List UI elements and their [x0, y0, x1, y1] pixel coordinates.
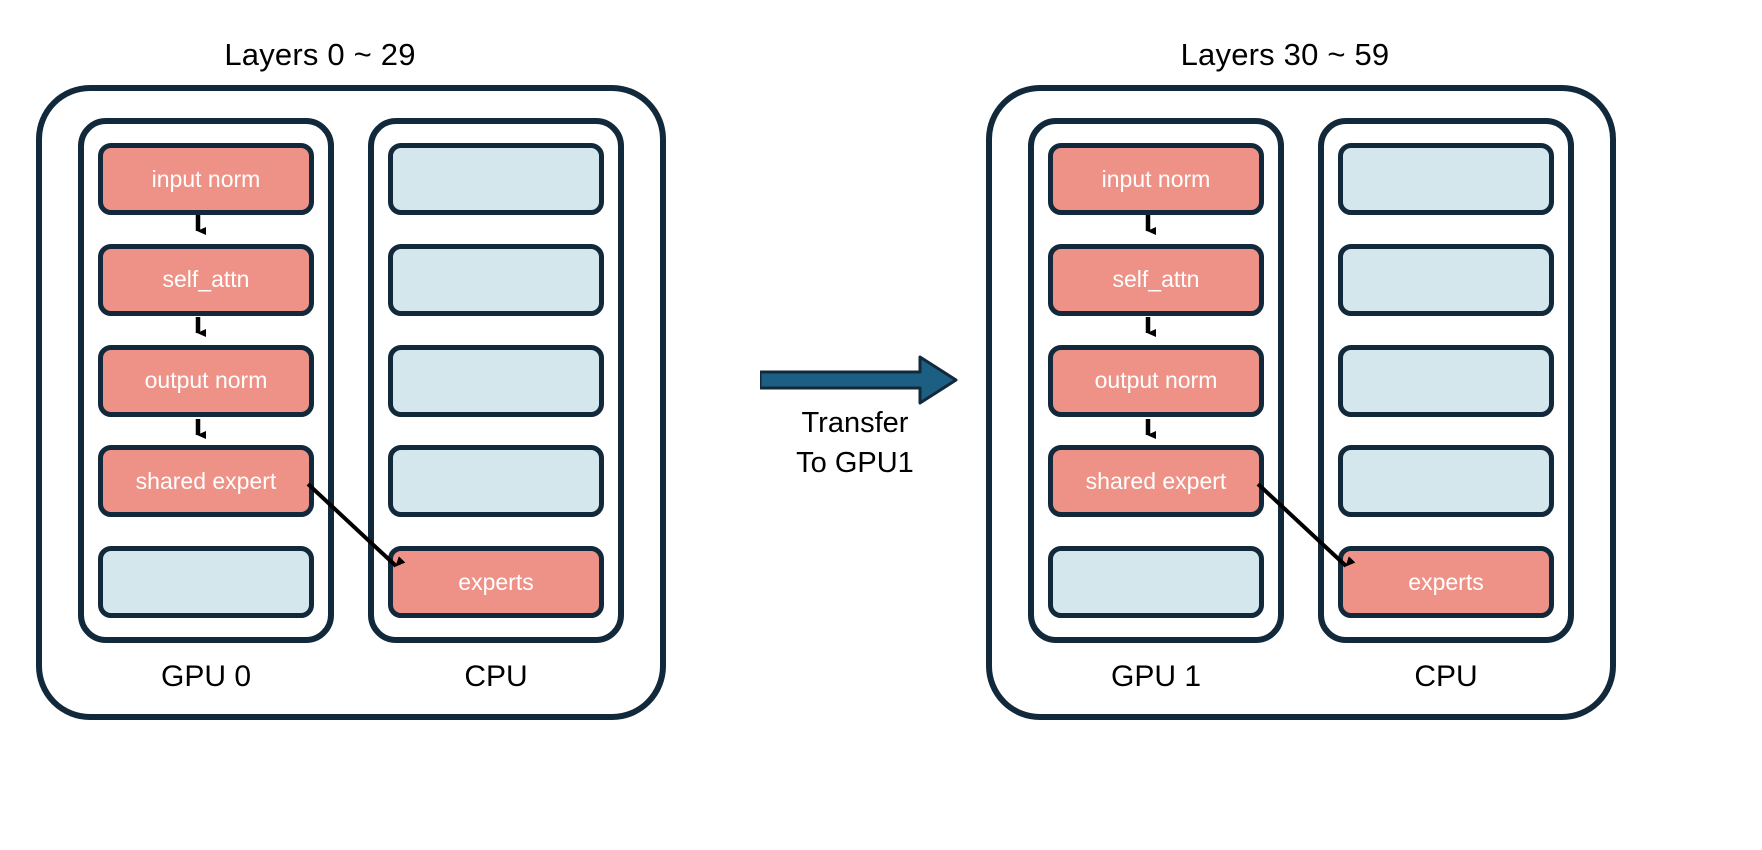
slot-cpu-placeholder-3[interactable] [1338, 344, 1554, 417]
slot-cpu-placeholder-4[interactable] [1338, 445, 1554, 518]
slot-cpu-placeholder-2[interactable] [1338, 243, 1554, 316]
transfer-arrow-group: Transfer To GPU1 [760, 355, 970, 515]
slot-shared-expert[interactable]: shared expert [98, 445, 314, 518]
group-layers-0-29: Layers 0 ~ 29 input norm self_attn outpu… [20, 0, 740, 850]
slot-cpu-placeholder-1[interactable] [388, 143, 604, 215]
gpu-card: input norm self_attn output norm shared … [1028, 118, 1284, 643]
cpu-card: experts [368, 118, 624, 643]
slot-input-norm[interactable]: input norm [1048, 143, 1264, 215]
device-columns: input norm self_attn output norm shared … [992, 91, 1610, 714]
gpu-label: GPU 0 [160, 660, 252, 693]
slot-cpu-placeholder-1[interactable] [1338, 143, 1554, 215]
group-title: Layers 30 ~ 59 [1180, 37, 1390, 72]
gpu-card: input norm self_attn output norm shared … [78, 118, 334, 643]
slot-cpu-placeholder-4[interactable] [388, 445, 604, 518]
device-columns: input norm self_attn output norm shared … [42, 91, 660, 714]
device-outer-container: input norm self_attn output norm shared … [36, 85, 666, 720]
slot-gpu-placeholder[interactable] [98, 546, 314, 618]
slot-output-norm[interactable]: output norm [1048, 344, 1264, 417]
slot-cpu-placeholder-2[interactable] [388, 243, 604, 316]
device-outer-container: input norm self_attn output norm shared … [986, 85, 1616, 720]
slot-cpu-placeholder-3[interactable] [388, 344, 604, 417]
cpu-column: experts CPU [1318, 118, 1574, 714]
group-layers-30-59: Layers 30 ~ 59 input norm self_attn outp… [970, 0, 1690, 850]
gpu-column: input norm self_attn output norm shared … [78, 118, 334, 714]
cpu-column: experts CPU [368, 118, 624, 714]
slot-experts[interactable]: experts [1338, 546, 1554, 618]
transfer-arrow-icon [760, 355, 958, 405]
slot-input-norm[interactable]: input norm [98, 143, 314, 215]
slot-gpu-placeholder[interactable] [1048, 546, 1264, 618]
transfer-label: Transfer To GPU1 [796, 407, 914, 479]
gpu-column: input norm self_attn output norm shared … [1028, 118, 1284, 714]
slot-self-attn[interactable]: self_attn [98, 243, 314, 316]
cpu-card: experts [1318, 118, 1574, 643]
cpu-label: CPU [1414, 660, 1478, 693]
gpu-label: GPU 1 [1110, 660, 1202, 693]
slot-shared-expert[interactable]: shared expert [1048, 445, 1264, 518]
slot-self-attn[interactable]: self_attn [1048, 243, 1264, 316]
slot-output-norm[interactable]: output norm [98, 344, 314, 417]
slot-experts[interactable]: experts [388, 546, 604, 618]
group-title: Layers 0 ~ 29 [224, 37, 416, 72]
cpu-label: CPU [464, 660, 528, 693]
